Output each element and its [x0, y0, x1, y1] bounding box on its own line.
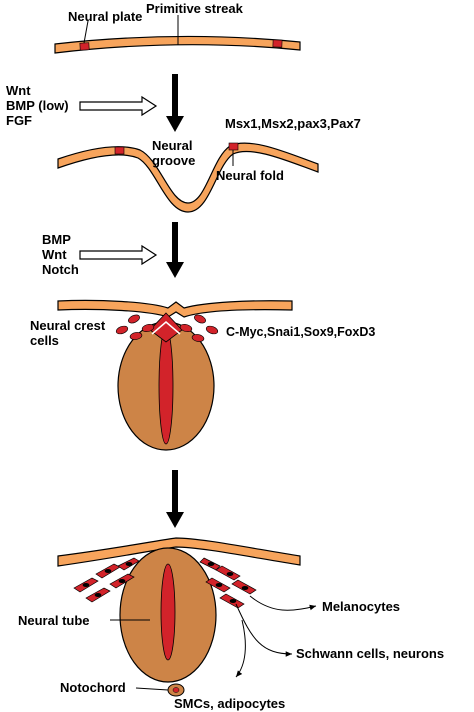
signals-group-1: Wnt BMP (low) FGF	[6, 83, 158, 128]
notochord-pointer	[135, 687, 169, 691]
notochord-label: Notochord	[60, 680, 126, 695]
crest-cell	[141, 323, 155, 333]
neural-tube-lumen	[158, 327, 174, 445]
neural-tube-lumen	[160, 563, 176, 661]
stage4-neural-tube: Neural tube Notochord Melanocytes Schwan…	[18, 537, 444, 711]
signal-fgf: FGF	[6, 113, 32, 128]
crest-nucleus	[226, 572, 234, 576]
signal-notch: Notch	[42, 262, 79, 277]
crest-cell	[205, 325, 219, 335]
overlying-ectoderm	[57, 299, 293, 318]
neural-fold-left	[114, 146, 125, 155]
smcs-label: SMCs, adipocytes	[174, 696, 285, 711]
signal-wnt-2: Wnt	[42, 247, 67, 262]
crest-nucleus	[104, 569, 112, 573]
crest-nucleus	[207, 562, 215, 566]
hollow-arrow-1	[79, 95, 158, 117]
crest-cell	[115, 325, 129, 335]
neural-crest-label-line2: cells	[30, 333, 59, 348]
neural-fold-right	[228, 142, 239, 151]
crest-cell	[128, 314, 140, 324]
folding-ectoderm	[57, 142, 319, 213]
dorsal-crest-cluster	[149, 312, 183, 343]
neural-plate-border-left	[79, 42, 90, 51]
primitive-streak-label: Primitive streak	[146, 1, 244, 16]
crest-nucleus	[94, 593, 102, 597]
crest-nucleus	[118, 579, 126, 583]
neural-groove-label-line2: groove	[152, 153, 195, 168]
migrating-crest-cells	[115, 314, 219, 342]
crest-cell	[129, 332, 143, 340]
smc-fate-arrow	[235, 619, 246, 678]
crest-nucleus	[241, 586, 249, 590]
crest-nucleus	[229, 599, 237, 603]
neural-plate-pointer	[83, 20, 89, 44]
transition-arrow-1	[166, 74, 184, 132]
neural-crest-label-line1: Neural crest	[30, 318, 106, 333]
hollow-arrow-2	[79, 244, 158, 266]
signals-group-2: BMP Wnt Notch	[42, 232, 158, 277]
stage3-neural-crest: Neural crest cells C-Myc,Snai1,Sox9,FoxD…	[30, 299, 375, 451]
transition-arrow-2	[166, 222, 184, 278]
neural-groove-label-line1: Neural	[152, 138, 192, 153]
neural-fold-label: Neural fold	[216, 168, 284, 183]
crest-cell	[191, 334, 205, 342]
stage3-markers-label: C-Myc,Snai1,Sox9,FoxD3	[226, 325, 375, 339]
schwann-fate-arrow	[235, 603, 293, 657]
neural-plate-border-right	[272, 39, 283, 48]
transition-arrow-3	[166, 470, 184, 528]
crest-chevron	[151, 321, 181, 335]
crest-cell	[179, 323, 193, 333]
notochord-core	[172, 687, 180, 693]
signal-bmp: BMP	[42, 232, 71, 247]
surface-ectoderm	[57, 537, 301, 567]
melanocytes-label: Melanocytes	[322, 599, 400, 614]
stage2-neural-groove: Msx1,Msx2,pax3,Pax7 Neural groove Neural…	[57, 116, 361, 213]
migrating-crest-cells-left	[73, 557, 140, 603]
crest-cell	[194, 314, 206, 324]
schwann-label: Schwann cells, neurons	[296, 646, 444, 661]
melanocyte-fate-arrow	[249, 595, 317, 611]
signal-wnt: Wnt	[6, 83, 31, 98]
signal-bmp-low: BMP (low)	[6, 98, 69, 113]
crest-nucleus	[215, 583, 223, 587]
crest-nucleus	[125, 562, 133, 566]
migrating-crest-cells-right	[199, 557, 257, 609]
neural-plate-label: Neural plate	[68, 9, 142, 24]
stage1-neural-plate: Neural plate Primitive streak	[54, 1, 301, 54]
stage2-markers-label: Msx1,Msx2,pax3,Pax7	[225, 116, 361, 131]
crest-nucleus	[82, 583, 90, 587]
neural-tube-label: Neural tube	[18, 613, 90, 628]
